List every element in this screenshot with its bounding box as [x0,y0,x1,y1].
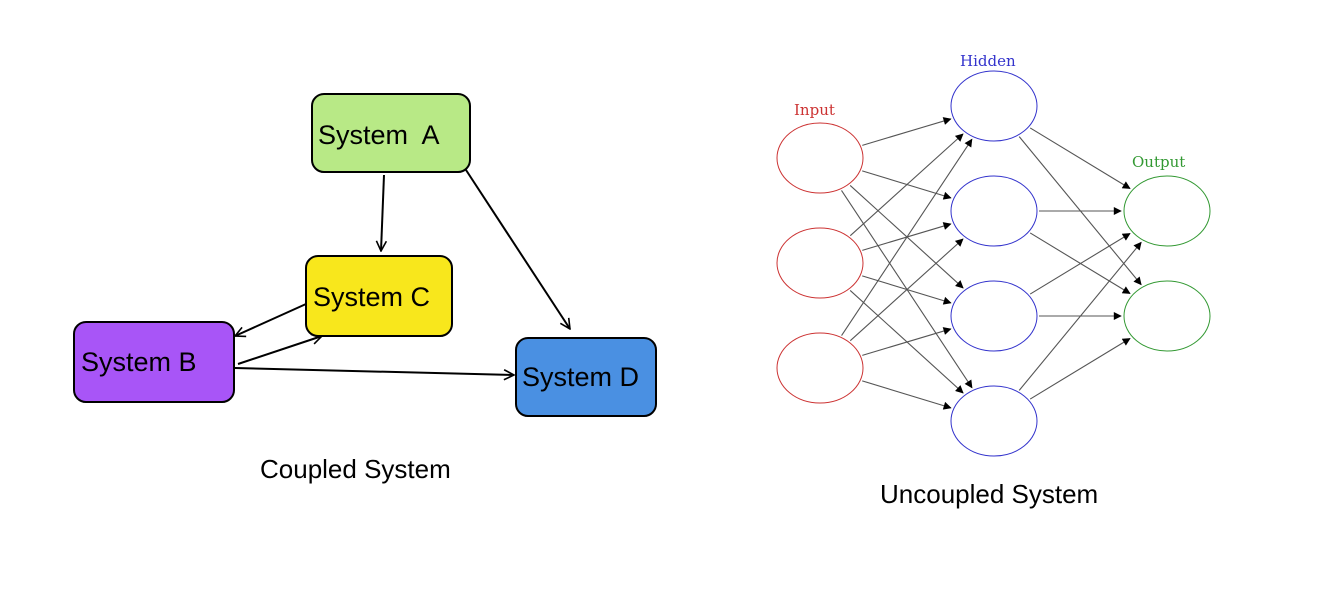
connection-l1-0-to-0 [1029,127,1131,189]
hidden-neuron-4 [950,385,1038,457]
edge-a-to-c [381,174,384,251]
uncoupled-system-diagram: Input Hidden Output Uncoupled System [776,52,1211,509]
input-neuron-1 [776,122,864,194]
system-d-label: System D [522,362,639,392]
connection-l0-2-to-2 [862,327,952,356]
connection-l1-2-to-0 [1029,233,1131,295]
edge-a-to-d [465,169,570,329]
network-connections [841,117,1142,410]
input-layer-label: Input [794,101,835,119]
connection-l1-3-to-0 [1018,241,1142,391]
edge-b-to-d [234,367,514,375]
output-layer-label: Output [1132,153,1185,171]
edge-c-to-b [235,303,307,336]
edge-b-to-c [237,336,322,365]
system-a-label: System A [318,120,440,150]
connection-l0-2-to-0 [841,138,973,336]
hidden-neuron-2 [950,175,1038,247]
connection-l0-1-to-0 [849,133,964,237]
uncoupled-system-caption: Uncoupled System [880,479,1098,509]
input-neuron-3 [776,332,864,404]
connection-l0-0-to-0 [862,117,952,146]
output-neuron-2 [1123,280,1211,352]
connection-l1-3-to-1 [1029,338,1131,400]
input-neuron-2 [776,227,864,299]
system-b-label: System B [81,347,197,377]
system-a-node: System A [311,93,471,173]
connection-l0-2-to-3 [862,380,952,410]
coupled-system-caption: Coupled System [260,454,451,484]
system-c-node: System C [305,255,453,337]
coupled-system-diagram: System A System C System B System D Coup… [73,93,657,484]
connection-l0-2-to-1 [849,238,964,342]
hidden-neuron-1 [950,70,1038,142]
hidden-neuron-3 [950,280,1038,352]
system-b-node: System B [73,321,235,403]
hidden-layer-label: Hidden [960,52,1016,70]
network-neurons [776,70,1211,457]
output-neuron-1 [1123,175,1211,247]
system-c-label: System C [313,282,430,312]
system-d-node: System D [515,337,657,417]
